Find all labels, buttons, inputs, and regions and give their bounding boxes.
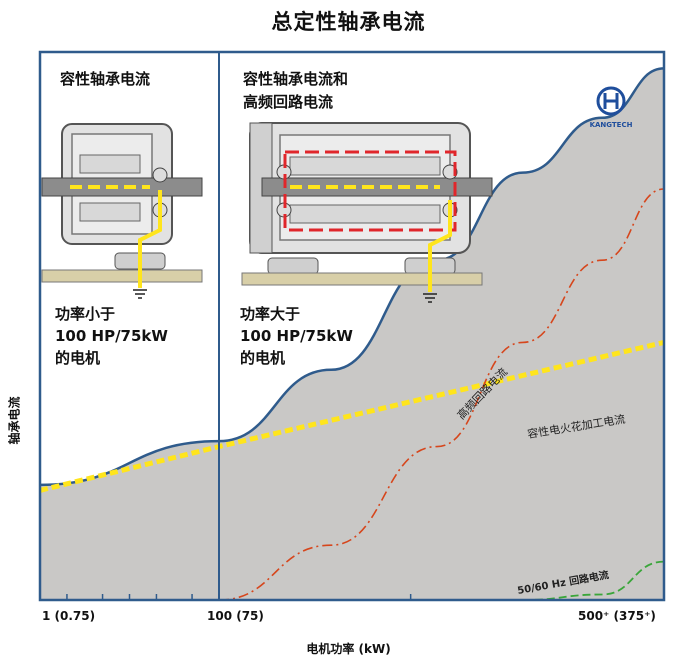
motor-illustration-right <box>241 122 493 303</box>
hf-current-line <box>218 188 665 601</box>
plot-frame <box>38 50 666 602</box>
panel-right-title-1: 容性轴承电流和 <box>243 70 349 88</box>
x-tick-100: 100 (75) <box>207 609 264 623</box>
chart-title: 总定性轴承电流 <box>271 10 426 34</box>
panel-left-note-1: 功率小于 <box>55 305 116 323</box>
kangtech-logo: KANGTECH <box>590 86 633 129</box>
motor-illustration-left <box>41 123 203 299</box>
panel-right-note-3: 的电机 <box>240 349 286 367</box>
panel-right-note-1: 功率大于 <box>240 305 301 323</box>
panel-left-note-3: 的电机 <box>55 349 101 367</box>
panel-left-title: 容性轴承电流 <box>60 70 151 88</box>
svg-text:KANGTECH: KANGTECH <box>590 121 633 129</box>
y-axis-label: 轴承电流 <box>7 396 22 445</box>
panel-right-note-2: 100 HP/75kW <box>240 327 353 345</box>
panel-left-note-2: 100 HP/75kW <box>55 327 168 345</box>
panel-right-title-2: 高频回路电流 <box>243 93 334 111</box>
x-tick-1: 1 (0.75) <box>42 609 96 623</box>
x-tick-500: 500⁺ (375⁺) <box>578 609 656 623</box>
x-axis-label: 电机功率 (kW) <box>306 642 391 656</box>
total-current-area <box>40 68 664 601</box>
